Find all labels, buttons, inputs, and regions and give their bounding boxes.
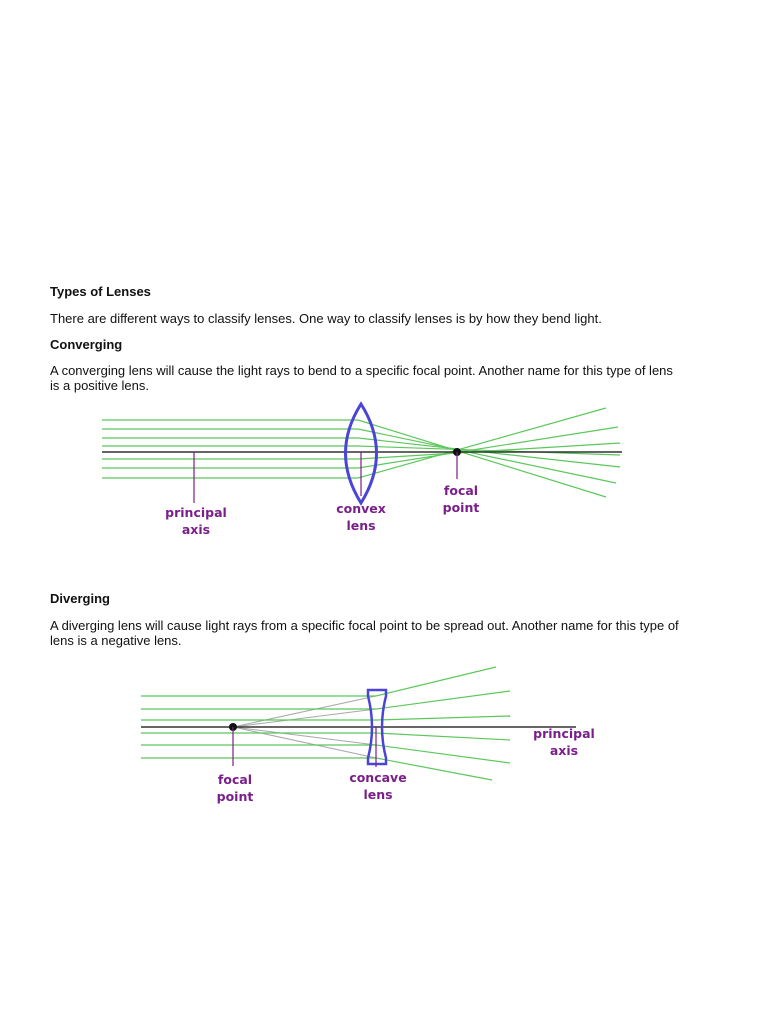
focal-point-label-2: point (217, 789, 254, 804)
construction-lines (232, 695, 377, 759)
converging-text: A converging lens will cause the light r… (50, 363, 673, 393)
concave-lens-label-2: lens (363, 787, 392, 802)
focal-point-dot (453, 448, 461, 456)
refracted-rays (375, 666, 511, 781)
incident-rays (141, 695, 376, 759)
principal-axis-label-1: principal (533, 726, 595, 741)
diverging-text: A diverging lens will cause light rays f… (50, 618, 679, 648)
focal-point-label-1: focal (218, 772, 252, 787)
converging-heading: Converging (50, 337, 123, 352)
focal-point-dot (229, 723, 237, 731)
diverging-heading: Diverging (50, 591, 110, 606)
convex-lens-shape (344, 401, 378, 506)
convex-lens-label-1: convex (336, 501, 386, 516)
principal-axis-label-2: axis (182, 522, 210, 537)
principal-axis-label-2: axis (550, 743, 578, 758)
incident-rays (102, 419, 358, 479)
refracted-rays (357, 407, 621, 498)
page-title: Types of Lenses (50, 284, 151, 299)
concave-lens-shape (366, 688, 388, 766)
intro-text: There are different ways to classify len… (50, 311, 602, 326)
concave-lens-label-1: concave (349, 770, 406, 785)
convex-lens-label-2: lens (346, 518, 375, 533)
focal-point-label-2: point (443, 500, 480, 515)
principal-axis-label-1: principal (165, 505, 227, 520)
focal-point-label-1: focal (444, 483, 478, 498)
